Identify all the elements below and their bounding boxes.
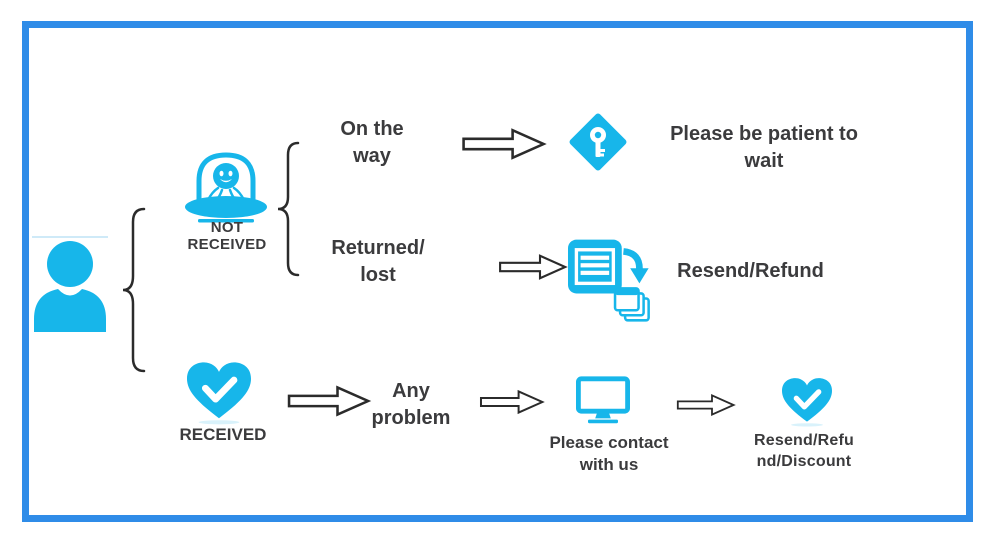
contact-with-us-line2: with us (579, 455, 639, 474)
outcome-resend-refund: Resend/Refund (658, 258, 843, 285)
condition-returned-lost-line2: lost (360, 264, 396, 286)
outcome-resend-refund-line1: Resend/Refund (677, 260, 824, 282)
monitor-icon (576, 376, 630, 426)
outcome-resend-refund-discount: Resend/Refu nd/Discount (744, 430, 864, 472)
heart-check-icon (183, 361, 255, 425)
condition-on-the-way: On the way (318, 116, 426, 170)
contact-with-us-label: Please contact with us (540, 432, 678, 476)
diagram-border-frame (22, 21, 973, 522)
not-received-label-line2: RECEIVED (187, 236, 267, 253)
heart-check-small-icon (779, 377, 835, 427)
condition-any-problem: Any problem (358, 378, 464, 432)
not-received-label-line1: NOT (210, 219, 244, 236)
condition-on-the-way-line2: way (353, 145, 391, 167)
main-brace (120, 206, 148, 374)
contact-with-us-line1: Please contact (549, 433, 669, 452)
condition-on-the-way-line1: On the (340, 118, 404, 140)
person-icon (32, 230, 108, 332)
arrow-icon-contact (676, 391, 736, 419)
resend-documents-icon (568, 238, 652, 322)
condition-any-problem-line2: problem (371, 407, 451, 429)
outcome-resend-refund-discount-line2: nd/Discount (756, 453, 852, 470)
key-icon (565, 109, 631, 175)
received-label-line1: RECEIVED (179, 425, 267, 444)
condition-any-problem-line1: Any (392, 380, 430, 402)
arrow-icon-any-problem (479, 386, 545, 418)
not-received-label: NOT RECEIVED (167, 219, 287, 253)
sub-brace (276, 140, 302, 278)
condition-returned-lost: Returned/ lost (318, 235, 438, 289)
outcome-resend-refund-discount-line1: Resend/Refu (754, 432, 854, 449)
outcome-be-patient: Please be patient to wait (648, 121, 880, 175)
arrow-icon-returned-lost (498, 250, 568, 284)
outcome-be-patient-line1: Please be patient to (670, 123, 858, 145)
arrow-icon-received (282, 384, 376, 418)
received-label: RECEIVED (172, 424, 274, 446)
condition-returned-lost-line1: Returned/ (331, 237, 425, 259)
ufo-alien-icon (182, 148, 270, 224)
arrow-icon-on-the-way (461, 126, 547, 162)
outcome-be-patient-line2: wait (744, 150, 784, 172)
